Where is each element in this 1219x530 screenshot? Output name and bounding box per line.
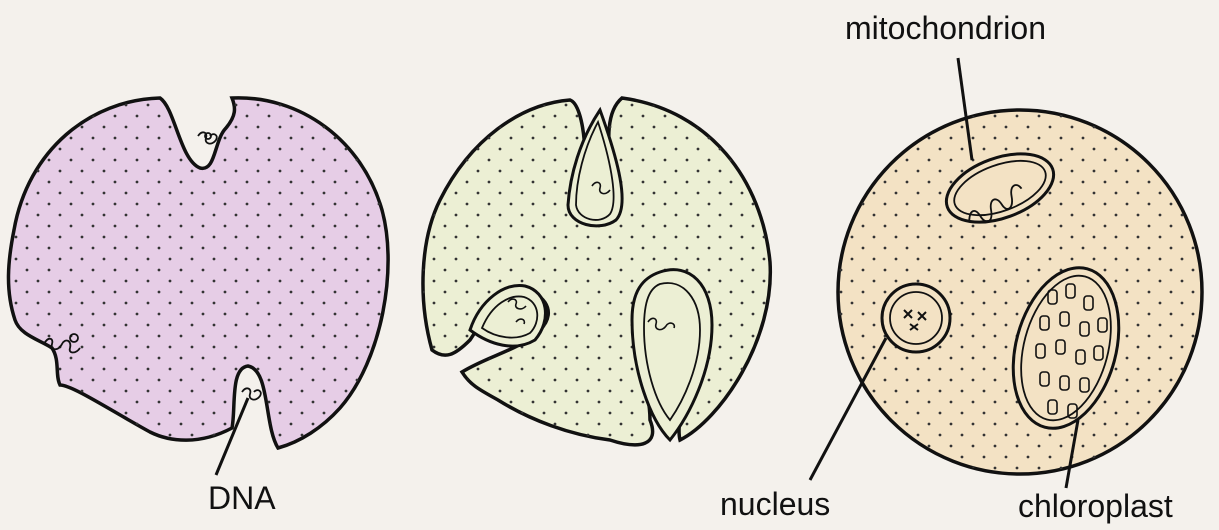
- dna-squiggle-top: [198, 132, 217, 143]
- cell-2-infolding: [423, 98, 770, 445]
- mitochondrion-label: mitochondrion: [845, 12, 1046, 44]
- nucleus: [882, 284, 950, 352]
- chloroplast-label: chloroplast: [1018, 490, 1173, 522]
- cell-3-eukaryote: [810, 58, 1202, 488]
- cell-1-prokaryote: [8, 98, 388, 475]
- nucleus-pointer-line: [810, 338, 886, 480]
- dna-squiggle-bottom: [242, 388, 261, 399]
- dna-label: DNA: [208, 482, 276, 514]
- nucleus-label: nucleus: [720, 488, 830, 520]
